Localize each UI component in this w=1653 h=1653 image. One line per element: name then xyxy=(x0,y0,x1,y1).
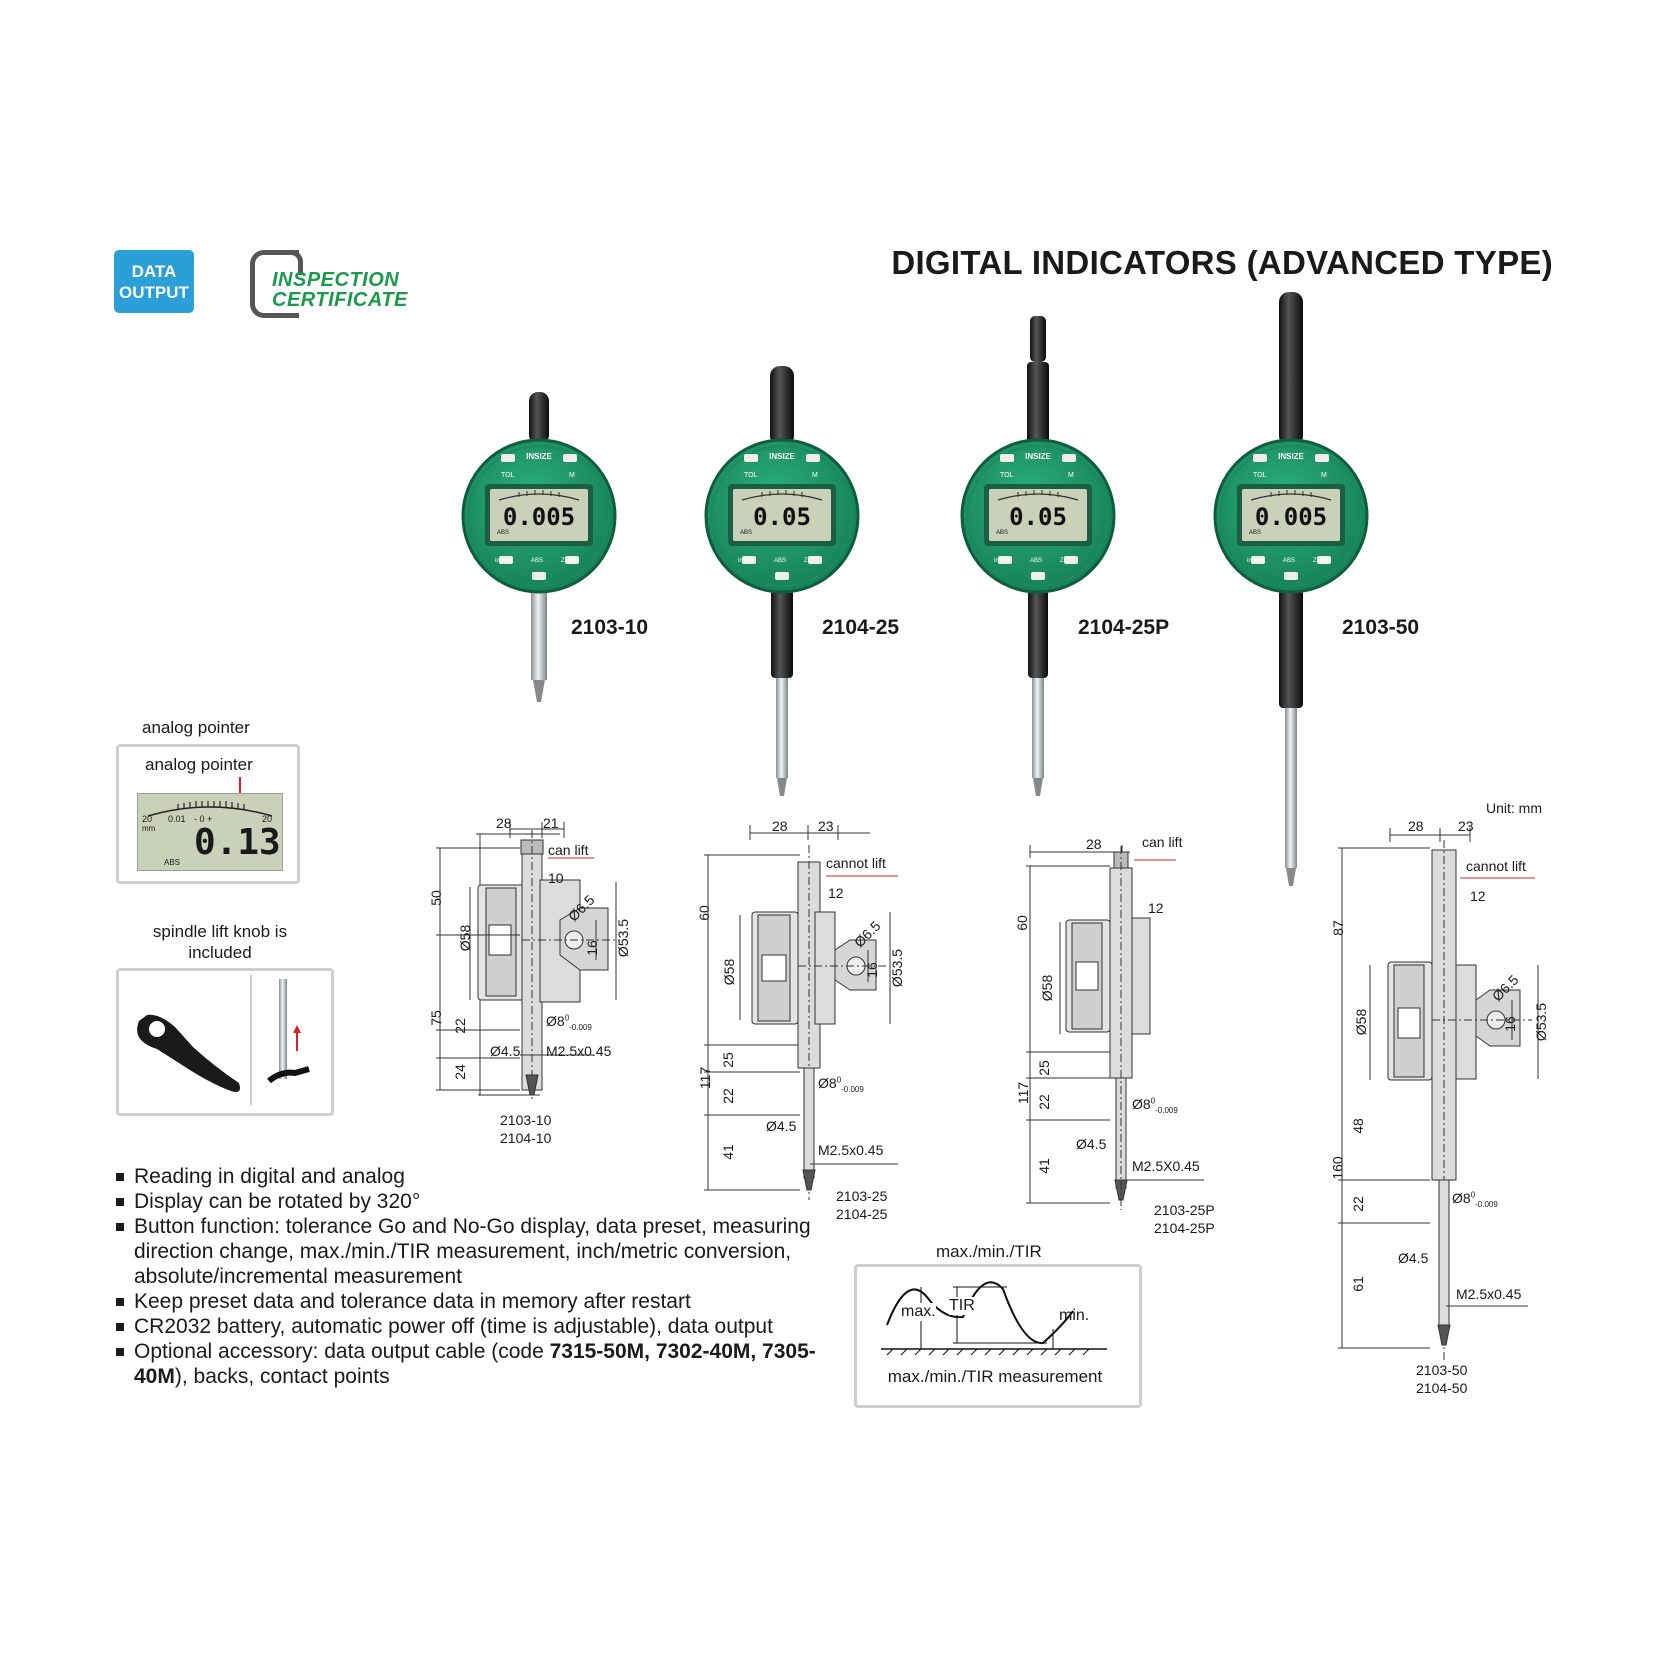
analog-pointer-label: analog pointer xyxy=(145,755,253,774)
indicator-2103-50-photo xyxy=(1213,292,1369,886)
inspection-certificate-logo: INSPECTION CERTIFICATE xyxy=(250,250,450,318)
lift-knob-icon xyxy=(137,975,310,1105)
analog-scale-icon xyxy=(147,801,273,817)
feature-item: Keep preset data and tolerance data in m… xyxy=(116,1289,836,1314)
model-label-2103-50: 2103-50 xyxy=(1342,616,1420,639)
feature-item: CR2032 battery, automatic power off (tim… xyxy=(116,1314,836,1339)
lcd-reading: 0.05 xyxy=(1009,503,1067,531)
accessory-codes: 7315-50M, 7302-40M, 7305-40M xyxy=(134,1340,816,1388)
lcd-reading: 0.005 xyxy=(1254,503,1328,531)
analog-reading: 0.13 xyxy=(194,822,281,863)
lcd-reading: 0.05 xyxy=(753,503,811,531)
analog-pointer-caption: analog pointer xyxy=(142,718,250,737)
tir-max-label: max. xyxy=(901,1303,936,1321)
brand-logo: INSIZE xyxy=(526,452,552,461)
badge-line1: DATA xyxy=(131,261,177,281)
analog-pointer-panel: analog pointer 20 mm 0.01 - 0 + 20 0.13 … xyxy=(116,744,300,884)
feature-list: Reading in digital and analog Display ca… xyxy=(116,1164,836,1389)
indicator-2104-25-photo xyxy=(704,366,860,796)
dial-2103-50: INSIZE TOL M 0.005 ABS in/mm ABS ZERO xyxy=(1215,440,1367,592)
cert-line1: INSPECTION xyxy=(272,269,400,291)
lift-note: can lift xyxy=(1142,834,1183,850)
feature-item: Display can be rotated by 320° xyxy=(116,1189,836,1214)
brand-logo: INSIZE xyxy=(1025,452,1051,461)
model-label-2104-25: 2104-25 xyxy=(822,616,900,639)
indicator-2104-25P-photo xyxy=(960,316,1116,796)
tir-label: TIR xyxy=(949,1297,975,1315)
brand-logo: INSIZE xyxy=(1278,452,1304,461)
badge-line2: OUTPUT xyxy=(119,282,189,302)
tir-wave-icon xyxy=(881,1281,1107,1356)
feature-item: Reading in digital and analog xyxy=(116,1164,836,1189)
model-label-2104-25P: 2104-25P xyxy=(1078,616,1170,639)
indicator-2103-10-photo xyxy=(461,392,617,702)
tir-caption: max./min./TIR xyxy=(936,1242,1042,1261)
certificate-frame-icon xyxy=(250,250,299,318)
dial-2104-25: INSIZE TOL M 0.05 ABS in/mm ABS ZERO xyxy=(706,440,858,592)
lift-note: can lift xyxy=(548,842,589,858)
data-output-badge: DATA OUTPUT xyxy=(114,250,194,313)
page-title: DIGITAL INDICATORS (ADVANCED TYPE) xyxy=(891,244,1553,281)
tir-panel: max. TIR min. max./min./TIR measurement xyxy=(854,1264,1142,1408)
lift-note: cannot lift xyxy=(826,855,886,871)
brand-logo: INSIZE xyxy=(769,452,795,461)
unit-note: Unit: mm xyxy=(1486,800,1542,816)
pointer-marker xyxy=(239,777,241,795)
lcd-reading: 0.005 xyxy=(502,503,576,531)
dial-2104-25P: INSIZE TOL M 0.05 ABS in/mm ABS ZERO xyxy=(962,440,1114,592)
tir-footer: max./min./TIR measurement xyxy=(887,1367,1103,1386)
lift-note: cannot lift xyxy=(1466,858,1526,874)
feature-item: Button function: tolerance Go and No-Go … xyxy=(116,1214,836,1289)
spindle-lift-knob-panel xyxy=(116,968,334,1116)
model-label-2103-10: 2103-10 xyxy=(571,616,649,639)
lcd-screen: 20 mm 0.01 - 0 + 20 0.13 ABS xyxy=(137,793,283,871)
dial-2103-10: INSIZE TOL M 0.005 ABS in/mm ABS ZERO xyxy=(463,440,615,592)
tir-min-label: min. xyxy=(1059,1307,1090,1324)
knob-caption: spindle lift knob is included xyxy=(152,922,288,962)
feature-item-accessory: Optional accessory: data output cable (c… xyxy=(116,1339,836,1389)
cert-line2: CERTIFICATE xyxy=(272,289,408,311)
